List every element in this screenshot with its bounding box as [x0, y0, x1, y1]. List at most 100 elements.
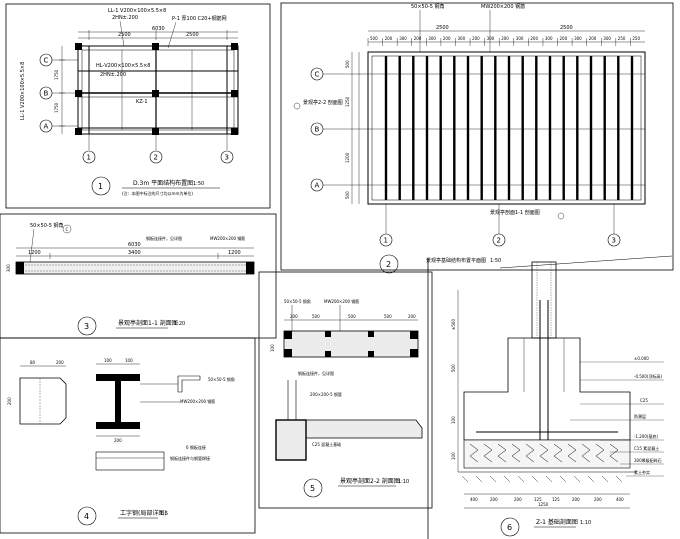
- p5-label-c: 钢板连接件，见详图: [298, 370, 334, 376]
- p6-dim-l1: ±500: [451, 319, 456, 330]
- p4-dim-a1: 80: [30, 360, 36, 365]
- panel-5-section-2-2: 200 500 500 500 200 100 50×50-5 钢角 MW200…: [258, 271, 433, 509]
- p3-scale: 1:20: [174, 321, 185, 327]
- p4-dim-side: 200: [7, 397, 12, 405]
- p3-dim-side: 300: [6, 264, 11, 272]
- p2-dim-top: 200: [443, 36, 451, 41]
- p6-dim-total: 1250: [538, 502, 549, 507]
- p1-scale: 1:50: [193, 181, 204, 187]
- p4-dim-b1: 100: [104, 358, 112, 363]
- p2-joist: [480, 56, 483, 200]
- p5-label-e: C25 混凝土基础: [312, 441, 341, 447]
- p1-dim-left-1: 1750: [54, 69, 59, 80]
- p5-label-a: 50×50-5 钢角: [284, 298, 311, 304]
- p5-scale: 1:10: [398, 479, 409, 485]
- p1-beam-left: LL-1 Ⅴ200×100×5.5×8: [20, 62, 26, 120]
- p5-dim-side: 100: [270, 344, 275, 352]
- p6-dim-b4: 125: [534, 497, 542, 502]
- p1-beam-mid: HL-Ⅴ200×100×5.5×8: [96, 63, 150, 69]
- p2-side-label: 景观亭2-2 剖面图: [303, 99, 343, 106]
- p5-label-d: 200×200-5 钢管: [310, 391, 342, 397]
- p2-joist: [562, 56, 565, 200]
- p1-grid-1: 1: [87, 154, 91, 162]
- p2-dim-top: 300: [574, 36, 582, 41]
- p2-joist: [535, 56, 538, 200]
- p2-joist: [439, 56, 442, 200]
- p2-dim-top: 300: [458, 36, 466, 41]
- p2-dim-top: 200: [414, 36, 422, 41]
- panel-4-beam-detail: 80 200 200 200 100 100 50×50-5 钢角 MW200×…: [0, 337, 256, 534]
- p6-label-2: -0.500(顶标高): [634, 373, 662, 379]
- p6-label-4: 防潮层: [634, 413, 646, 419]
- p2-joist: [617, 56, 620, 200]
- p3-dim-1: 1200: [28, 250, 41, 256]
- p1-dim-top-2: 2500: [186, 32, 199, 38]
- p6-dim-l3: 100: [451, 416, 456, 424]
- p2-dim-top: 200: [472, 36, 480, 41]
- p2-grid-B: B: [315, 126, 320, 134]
- p2-grid-A: A: [315, 182, 320, 190]
- p4-label-a: 50×50-5 钢角: [208, 376, 235, 382]
- p2-joist: [630, 56, 634, 200]
- p2-bottom-label: 景观亭剖面1-1 剖面图: [490, 209, 540, 216]
- p1-grid-3: 3: [225, 154, 229, 162]
- p1-dim-left-2: 1750: [54, 102, 59, 113]
- p5-number: 5: [310, 484, 315, 493]
- p4-number: 4: [84, 512, 89, 521]
- p2-grid-2: 2: [497, 237, 501, 245]
- p3-dim-2: 3400: [128, 250, 141, 256]
- p1-note: (注：本图中标注的尺寸均以mm为单位): [122, 190, 193, 196]
- p6-header: 景观亭基础结构布置平面图: [426, 257, 486, 264]
- panel-3-section-1-1: 1200 3400 1200 6030 300 50×50-5 钢角 C 钢板连…: [0, 213, 277, 339]
- p6-dim-b3: 200: [514, 497, 522, 502]
- panel-6-foundation-section: 景观亭基础结构布置平面图 1:50 400 200 200 125 125 20…: [426, 255, 673, 539]
- p2-dim-top: 300: [603, 36, 611, 41]
- p6-dim-b1: 400: [470, 497, 478, 502]
- p1-beam-mid-2: 2HN±.200: [100, 72, 126, 78]
- p3-label-c: 钢板连接件，见详图: [146, 235, 182, 241]
- p2-joist: [548, 56, 552, 200]
- p6-label-6: C15 素混凝土: [634, 445, 659, 451]
- p2-grid-3: 3: [612, 237, 616, 245]
- p6-header-scale: 1:50: [490, 258, 501, 264]
- p2-dim-top: 200: [560, 36, 568, 41]
- p2-dim-left-4: 500: [345, 191, 350, 199]
- p2-dim-left-3: 1200: [345, 152, 350, 163]
- p6-dim-l4: 100: [451, 452, 456, 460]
- p3-label-d: MW200×200 钢筋: [210, 235, 245, 241]
- p3-dim-3: 1200: [228, 250, 241, 256]
- p2-dim-left-2: 1250: [345, 96, 350, 107]
- p2-dim-top: 200: [589, 36, 597, 41]
- p6-number: 6: [507, 523, 512, 532]
- p5-dim-4: 500: [384, 314, 392, 319]
- p2-dim-top: 250: [618, 36, 626, 41]
- p6-dim-l2: 500: [451, 364, 456, 372]
- p5-label-b: MW200×200 钢筋: [324, 298, 359, 304]
- p2-dim-top: 300: [428, 36, 436, 41]
- p3-label-b: C: [66, 227, 69, 232]
- p4-dim-a2: 200: [56, 360, 64, 365]
- p2-dim-top: 300: [399, 36, 407, 41]
- p6-label-3: C25: [640, 398, 648, 403]
- p2-grid-1: 1: [384, 237, 388, 245]
- p2-joist: [425, 56, 429, 200]
- p1-beam-top: LL-1 Ⅴ200×100×5.5×8: [108, 8, 166, 14]
- p2-label-top-1: 50×50-5 钢角: [411, 3, 445, 10]
- p2-joist: [412, 56, 415, 200]
- p2-dim-top: 200: [530, 36, 538, 41]
- p1-number: 1: [98, 182, 103, 191]
- p4-title: 工字钢(局部详图): [120, 509, 167, 517]
- p6-label-1: ±0.000: [634, 356, 649, 361]
- p6-label-7: 300厚级配碎石: [634, 457, 662, 463]
- panel-1-structural-plan: 2500 2500 6030 1750 1750 LL-1 Ⅴ200×100×5…: [5, 3, 271, 209]
- p1-grid-B: B: [44, 90, 49, 98]
- p6-label-8: 素土夯实: [634, 469, 650, 475]
- p2-joist: [384, 56, 388, 200]
- p2-joist: [453, 56, 456, 200]
- p2-joist: [589, 56, 593, 200]
- p2-joist: [507, 56, 511, 200]
- p1-dim-total: 6030: [152, 26, 165, 32]
- p3-number: 3: [84, 322, 89, 331]
- p2-joist: [603, 56, 606, 200]
